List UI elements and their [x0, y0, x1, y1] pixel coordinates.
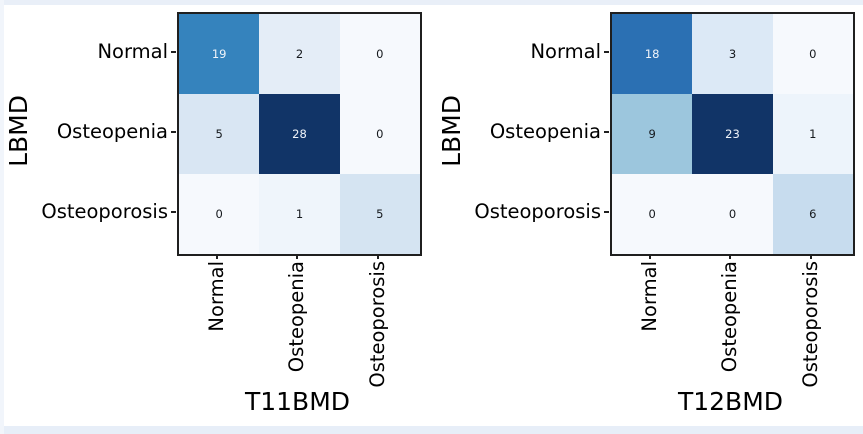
y-tick-mark — [171, 211, 176, 213]
y-tick-label: Osteopenia — [56, 120, 168, 143]
y-tick-label: Normal — [530, 40, 601, 63]
y-tick-label: Osteoporosis — [41, 200, 168, 223]
x-tick-label: Normal — [638, 261, 662, 332]
y-tick-mark — [604, 211, 609, 213]
heatmap-cell: 0 — [339, 14, 420, 94]
heatmap-cell: 1 — [772, 94, 853, 174]
x-tick-mark — [809, 254, 812, 259]
x-tick-mark — [376, 254, 379, 259]
heatmap-cell: 3 — [692, 14, 773, 94]
heatmap-cell: 0 — [692, 174, 773, 254]
frame-left-strip — [0, 0, 4, 434]
x-tick-label: Normal — [205, 261, 229, 332]
heatmap-cell: 6 — [772, 174, 853, 254]
heatmap-cell: 19 — [179, 14, 260, 94]
x-tick-label: Osteoporosis — [365, 261, 389, 388]
y-tick-mark — [604, 51, 609, 53]
y-tick-label: Osteoporosis — [474, 200, 601, 223]
y-tick-label: Osteopenia — [489, 120, 601, 143]
heatmap-cell: 0 — [772, 14, 853, 94]
x-tick-mark — [649, 254, 652, 259]
heatmap-cell: 23 — [692, 94, 773, 174]
frame-bottom-strip — [0, 426, 863, 434]
x-tick-mark — [729, 254, 732, 259]
heatmap-cell: 0 — [612, 174, 693, 254]
heatmap-cell: 0 — [339, 94, 420, 174]
heatmap-cell: 18 — [612, 14, 693, 94]
y-tick-label: Normal — [97, 40, 168, 63]
x-tick-label: Osteopenia — [285, 261, 309, 373]
x-axis-title: T11BMD — [244, 387, 351, 416]
x-tick-label: Osteopenia — [718, 261, 742, 373]
heatmap-cell: 1 — [259, 174, 340, 254]
x-tick-label: Osteoporosis — [798, 261, 822, 388]
y-tick-mark — [171, 131, 176, 133]
heatmap-cell: 2 — [259, 14, 340, 94]
x-axis-title: T12BMD — [677, 387, 784, 416]
y-tick-mark — [171, 51, 176, 53]
y-tick-mark — [604, 131, 609, 133]
heatmap-cell: 28 — [259, 94, 340, 174]
x-tick-mark — [216, 254, 219, 259]
heatmap-cell: 9 — [612, 94, 693, 174]
heatmap-cell: 0 — [179, 174, 260, 254]
heatmap-cell: 5 — [339, 174, 420, 254]
heatmap-cell: 5 — [179, 94, 260, 174]
frame-top-strip — [0, 0, 863, 5]
x-tick-mark — [296, 254, 299, 259]
